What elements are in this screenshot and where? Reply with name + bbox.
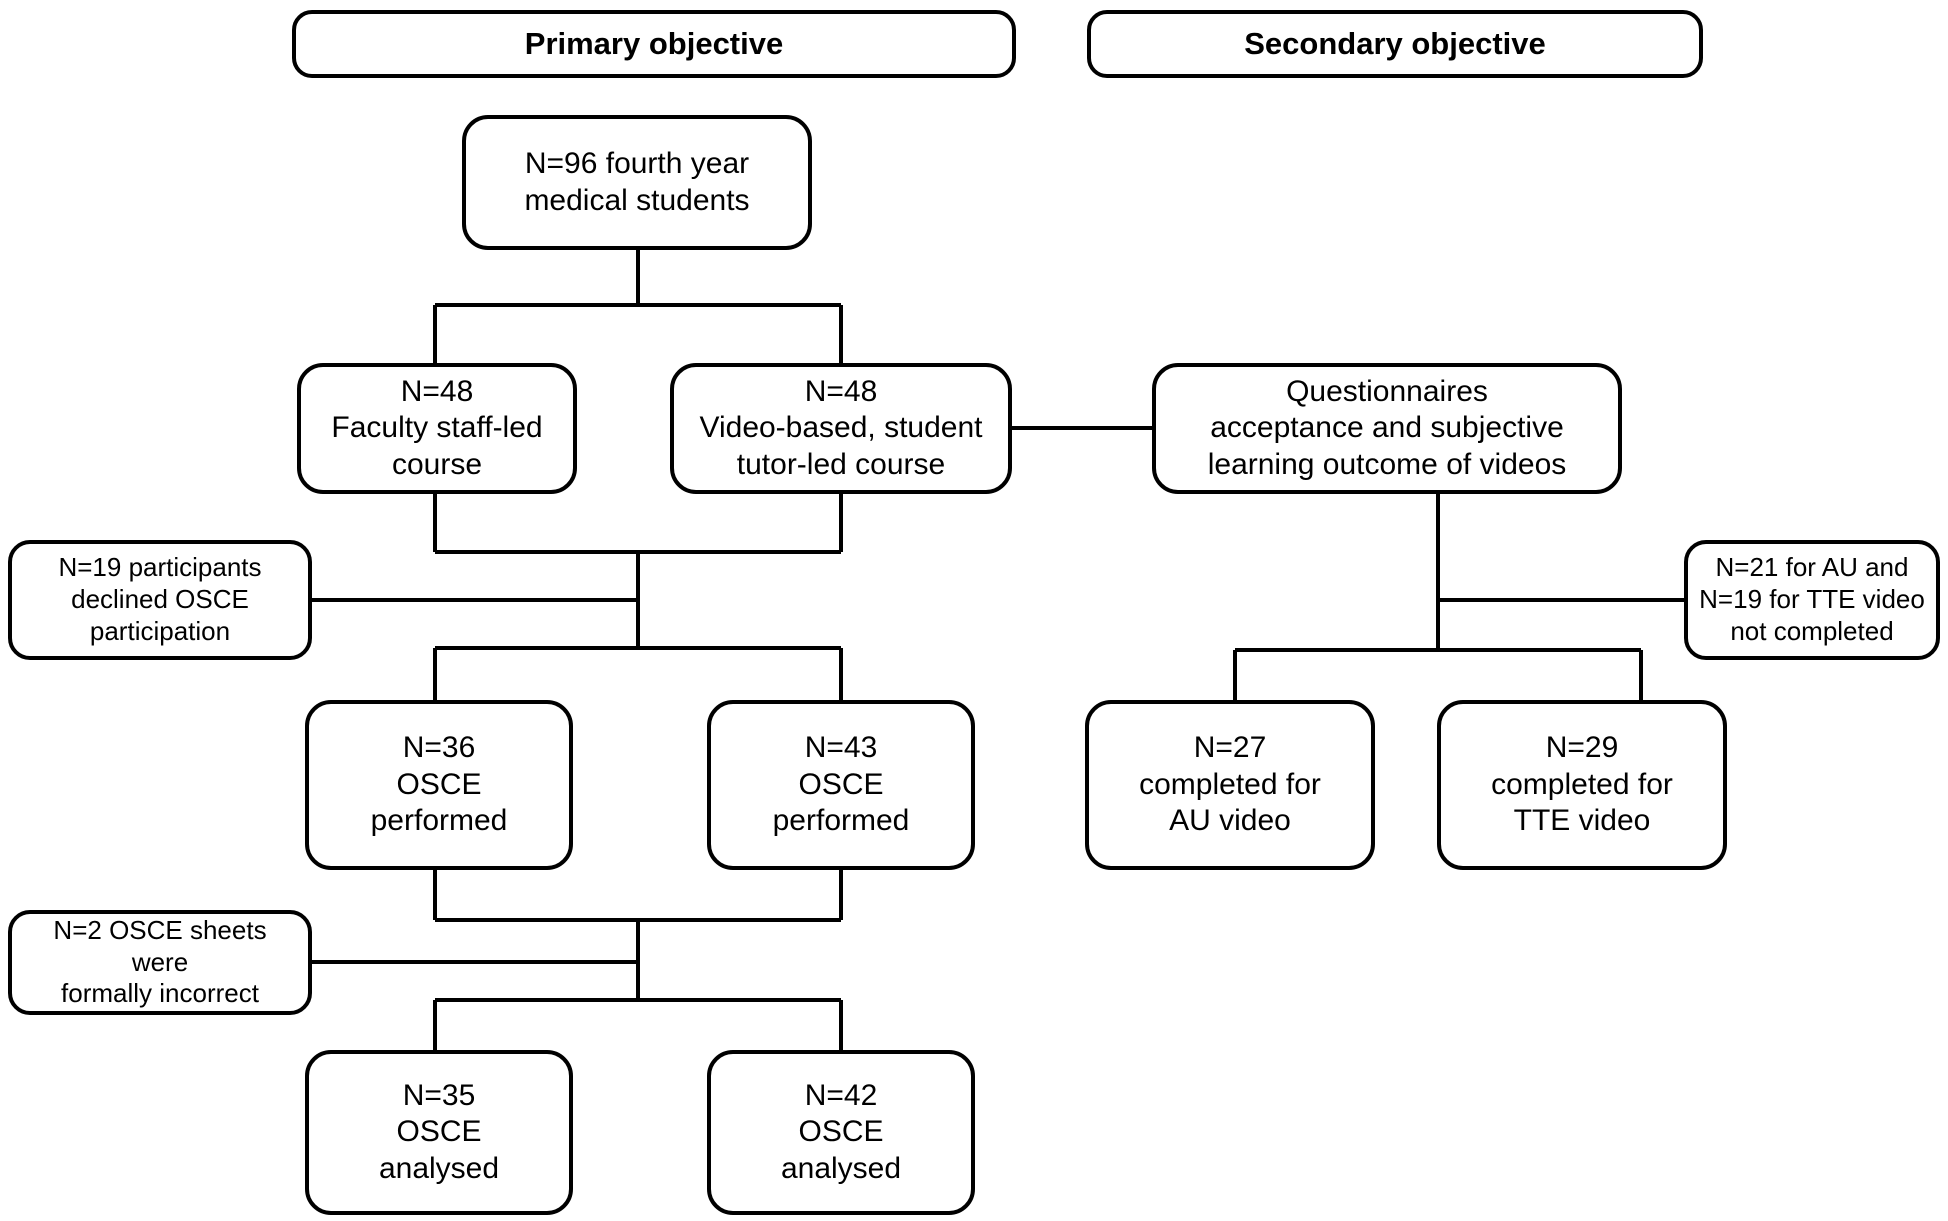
node-enrolled-students: N=96 fourth year medical students [462, 115, 812, 250]
node-osce-performed-video-label: N=43 OSCE performed [772, 731, 910, 838]
node-completed-tte-video: N=29 completed for TTE video [1437, 700, 1727, 870]
header-secondary-objective-label: Secondary objective [1244, 26, 1546, 62]
header-primary-objective: Primary objective [292, 10, 1016, 78]
node-osce-sheets-formally-incorrect-label: N=2 OSCE sheets were formally incorrect [53, 914, 267, 1009]
node-osce-performed-video: N=43 OSCE performed [707, 700, 975, 870]
node-enrolled-students-label: N=96 fourth year medical students [524, 146, 750, 217]
node-completed-tte-video-label: N=29 completed for TTE video [1491, 731, 1673, 838]
node-declined-osce-participation-label: N=19 participants declined OSCE particip… [58, 552, 262, 646]
node-questionnaires: Questionnaires acceptance and subjective… [1152, 363, 1622, 494]
node-declined-osce-participation: N=19 participants declined OSCE particip… [8, 540, 312, 660]
node-video-not-completed-label: N=21 for AU and N=19 for TTE video not c… [1699, 552, 1925, 646]
node-osce-performed-faculty: N=36 OSCE performed [305, 700, 573, 870]
node-video-not-completed: N=21 for AU and N=19 for TTE video not c… [1684, 540, 1940, 660]
node-osce-analysed-faculty-label: N=35 OSCE analysed [378, 1078, 500, 1185]
node-osce-performed-faculty-label: N=36 OSCE performed [370, 731, 508, 838]
node-osce-sheets-formally-incorrect: N=2 OSCE sheets were formally incorrect [8, 910, 312, 1015]
node-faculty-staff-led-course-label: N=48 Faculty staff-led course [331, 374, 543, 481]
node-video-student-tutor-led-course-label: N=48 Video-based, student tutor-led cour… [699, 374, 983, 481]
node-osce-analysed-faculty: N=35 OSCE analysed [305, 1050, 573, 1215]
node-questionnaires-label: Questionnaires acceptance and subjective… [1207, 374, 1567, 481]
node-completed-au-video-label: N=27 completed for AU video [1139, 731, 1321, 838]
header-secondary-objective: Secondary objective [1087, 10, 1703, 78]
node-video-student-tutor-led-course: N=48 Video-based, student tutor-led cour… [670, 363, 1012, 494]
node-completed-au-video: N=27 completed for AU video [1085, 700, 1375, 870]
node-faculty-staff-led-course: N=48 Faculty staff-led course [297, 363, 577, 494]
node-osce-analysed-video: N=42 OSCE analysed [707, 1050, 975, 1215]
header-primary-objective-label: Primary objective [524, 26, 784, 62]
node-osce-analysed-video-label: N=42 OSCE analysed [780, 1078, 902, 1185]
